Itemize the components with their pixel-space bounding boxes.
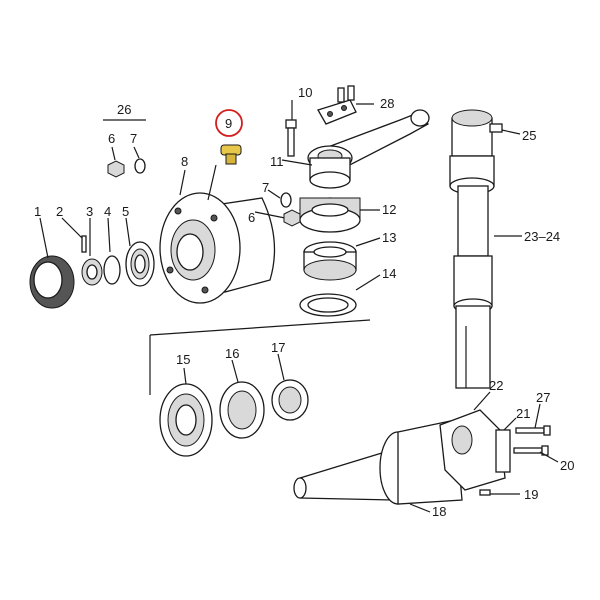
outer-bearing-part[interactable] — [125, 241, 155, 287]
washer-part[interactable] — [103, 255, 121, 285]
label-16: 16 — [225, 346, 239, 361]
leader-18 — [409, 503, 431, 513]
leader-16 — [231, 359, 239, 383]
wheel-hub-part[interactable] — [159, 192, 276, 304]
leader-25 — [501, 129, 521, 135]
castle-nut-part[interactable] — [81, 258, 103, 286]
inner-bearing-part[interactable] — [159, 383, 213, 457]
leader-7b — [267, 189, 281, 199]
label-1: 1 — [34, 204, 41, 219]
lug-nut-part[interactable] — [107, 160, 125, 178]
label-13: 13 — [382, 230, 396, 245]
label-4: 4 — [104, 204, 111, 219]
leader-2 — [61, 217, 85, 241]
sleeve-13-part[interactable] — [303, 241, 357, 281]
leader-17 — [277, 353, 285, 381]
leader-14 — [355, 274, 381, 291]
nut-part-2[interactable] — [283, 209, 301, 227]
label-25: 25 — [522, 128, 536, 143]
leader-4 — [107, 217, 111, 253]
knuckle-bracket-part[interactable] — [439, 409, 506, 491]
label-3: 3 — [86, 204, 93, 219]
leader-6b — [254, 211, 286, 219]
label-28: 28 — [380, 96, 394, 111]
label-26: 26 — [117, 102, 131, 117]
label-17: 17 — [271, 340, 285, 355]
leader-27 — [534, 403, 541, 429]
label-23-24: 23–24 — [524, 229, 560, 244]
leader-1 — [39, 217, 49, 259]
label-27: 27 — [536, 390, 550, 405]
pin-19-part[interactable] — [479, 489, 491, 496]
label-20: 20 — [560, 458, 574, 473]
label-7a: 7 — [130, 131, 137, 146]
leader-11 — [281, 159, 313, 166]
bracket-28-part[interactable] — [317, 85, 357, 125]
bearing-race-part[interactable] — [219, 381, 265, 439]
label-6a: 6 — [108, 131, 115, 146]
cotter-pin-part[interactable] — [81, 235, 87, 253]
label-2: 2 — [56, 204, 63, 219]
bolt-10-part[interactable] — [285, 119, 297, 157]
label-9: 9 — [225, 116, 232, 131]
thrust-bearing-part[interactable] — [299, 197, 361, 233]
leader-6a — [111, 146, 116, 161]
leader-20 — [539, 451, 559, 463]
leader-9-hub — [207, 164, 217, 201]
label-5: 5 — [122, 204, 129, 219]
spindle-axle-part[interactable] — [293, 419, 463, 505]
label-10: 10 — [298, 85, 312, 100]
label-15: 15 — [176, 352, 190, 367]
grease-fitting-part[interactable] — [220, 144, 242, 165]
group-bracket-top — [149, 319, 371, 336]
highlight-circle — [215, 109, 243, 137]
label-11: 11 — [270, 154, 284, 169]
label-6b: 6 — [248, 210, 255, 225]
label-21: 21 — [516, 406, 530, 421]
steering-arm-part[interactable] — [307, 109, 430, 189]
kingpin-shaft-part[interactable] — [449, 109, 495, 389]
label-8: 8 — [181, 154, 188, 169]
label-7b: 7 — [262, 180, 269, 195]
leader-13 — [355, 237, 381, 247]
bolt-27-part[interactable] — [515, 425, 551, 436]
pin-25-part[interactable] — [489, 123, 503, 133]
leader-5 — [125, 217, 131, 247]
leader-22 — [473, 391, 491, 411]
label-14: 14 — [382, 266, 396, 281]
hub-cap-part[interactable] — [29, 255, 75, 309]
seal-ring-part[interactable] — [299, 293, 357, 317]
leader-21 — [503, 417, 517, 431]
leader-7a — [133, 146, 140, 159]
leader-8 — [179, 169, 186, 196]
leader-15 — [183, 367, 187, 385]
label-12: 12 — [382, 202, 396, 217]
lock-washer-part[interactable] — [134, 158, 146, 174]
lock-washer-part-2[interactable] — [280, 192, 292, 208]
label-18: 18 — [432, 504, 446, 519]
label-19: 19 — [524, 487, 538, 502]
label-22: 22 — [489, 378, 503, 393]
plate-21-part[interactable] — [495, 429, 511, 473]
bearing-cup-part[interactable] — [271, 379, 309, 421]
